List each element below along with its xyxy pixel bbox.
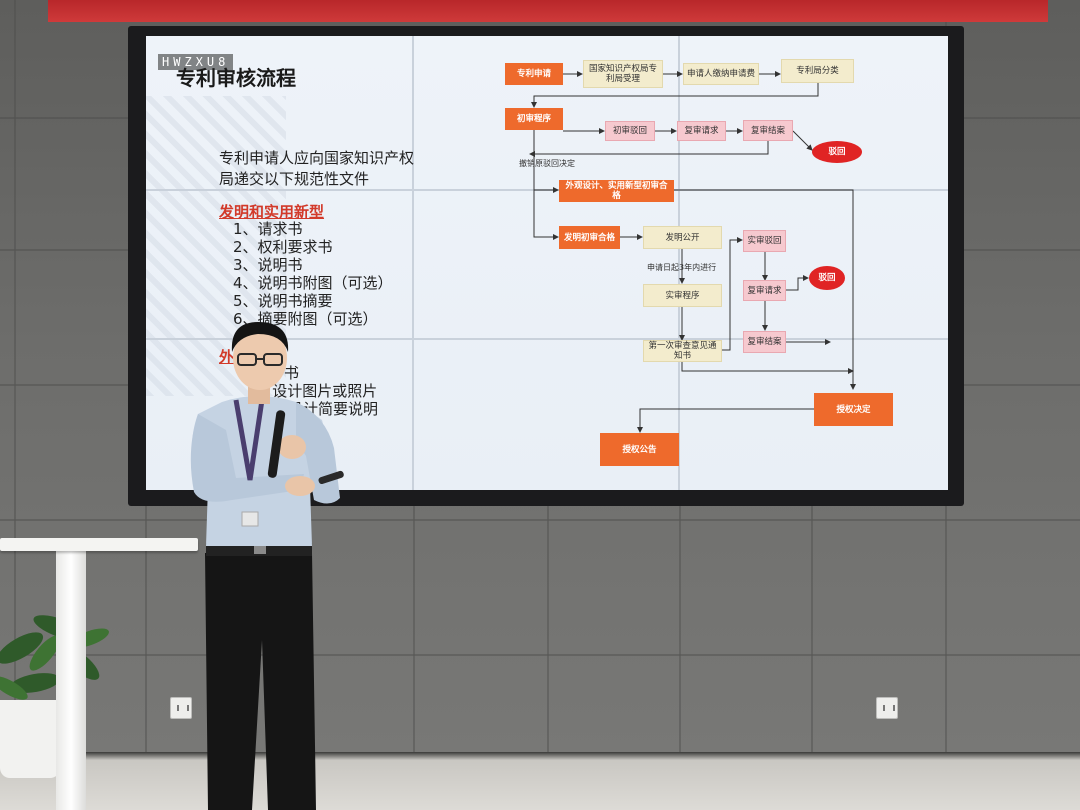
node-preliminary: 初审程序: [505, 108, 563, 130]
video-wall-seam: [412, 36, 414, 490]
podium-top: [0, 538, 198, 551]
wall-outlet: [876, 697, 898, 719]
list-item: 4、说明书附图（可选）: [233, 274, 393, 292]
red-banner: [48, 0, 1048, 22]
list-item: 2、权利要求书: [233, 238, 333, 256]
list-item: 书: [284, 364, 300, 382]
node-sub-review-request: 复审请求: [743, 280, 786, 301]
floor: [0, 752, 1080, 810]
design-document-list: 书 2 设计图片或照片 设计简要说明: [258, 364, 379, 418]
node-publish: 发明公开: [643, 226, 722, 249]
list-item: 设计简要说明: [288, 400, 379, 418]
node-accept: 国家知识产权局专利局受理: [583, 60, 663, 88]
node-invention-pass: 发明初审合格: [559, 226, 620, 249]
node-review-request: 复审请求: [677, 121, 726, 141]
video-wall-seam: [146, 338, 948, 340]
section-heading-invention: 发明和实用新型: [219, 203, 325, 221]
list-item: 1、请求书: [233, 220, 303, 238]
node-prelim-reject: 初审驳回: [605, 121, 655, 141]
podium-leg: [56, 551, 86, 810]
node-fee: 申请人缴纳申请费: [683, 63, 759, 85]
node-announce: 授权公告: [600, 433, 679, 466]
node-grant: 授权决定: [814, 393, 893, 426]
wall-outlet: [170, 697, 192, 719]
list-item: 2 设计图片或照片: [258, 382, 378, 400]
plant-pot: [0, 700, 60, 778]
node-sub-review-close: 复审结案: [743, 331, 786, 353]
invention-document-list: 1、请求书 2、权利要求书 3、说明书 4、说明书附图（可选） 5、说明书摘要 …: [233, 220, 393, 328]
node-design-pass: 外观设计、实用新型初审合格: [559, 180, 674, 202]
node-classify: 专利局分类: [781, 59, 854, 83]
node-first-notice: 第一次审查意见通知书: [643, 340, 722, 362]
slide-title: 专利审核流程: [176, 66, 296, 90]
slide-intro: 专利申请人应向国家知识产权局递交以下规范性文件: [219, 149, 415, 188]
node-sub-reject: 实审驳回: [743, 230, 786, 252]
node-reject: 驳回: [812, 141, 862, 163]
list-item: 3、说明书: [233, 256, 303, 274]
list-item: 6、摘要附图（可选）: [233, 310, 378, 328]
note-revoke: 撤销原驳回决定: [519, 159, 575, 168]
watermark: HWZXU8: [158, 54, 234, 70]
node-apply: 专利申请: [505, 63, 563, 85]
node-sub-reject-final: 驳回: [809, 266, 845, 290]
section-heading-design: 外: [219, 348, 235, 366]
node-substantive: 实审程序: [643, 284, 722, 307]
node-review-close: 复审结案: [743, 120, 793, 141]
list-item: 5、说明书摘要: [233, 292, 333, 310]
note-three-years: 申请日起3年内进行: [647, 263, 717, 272]
